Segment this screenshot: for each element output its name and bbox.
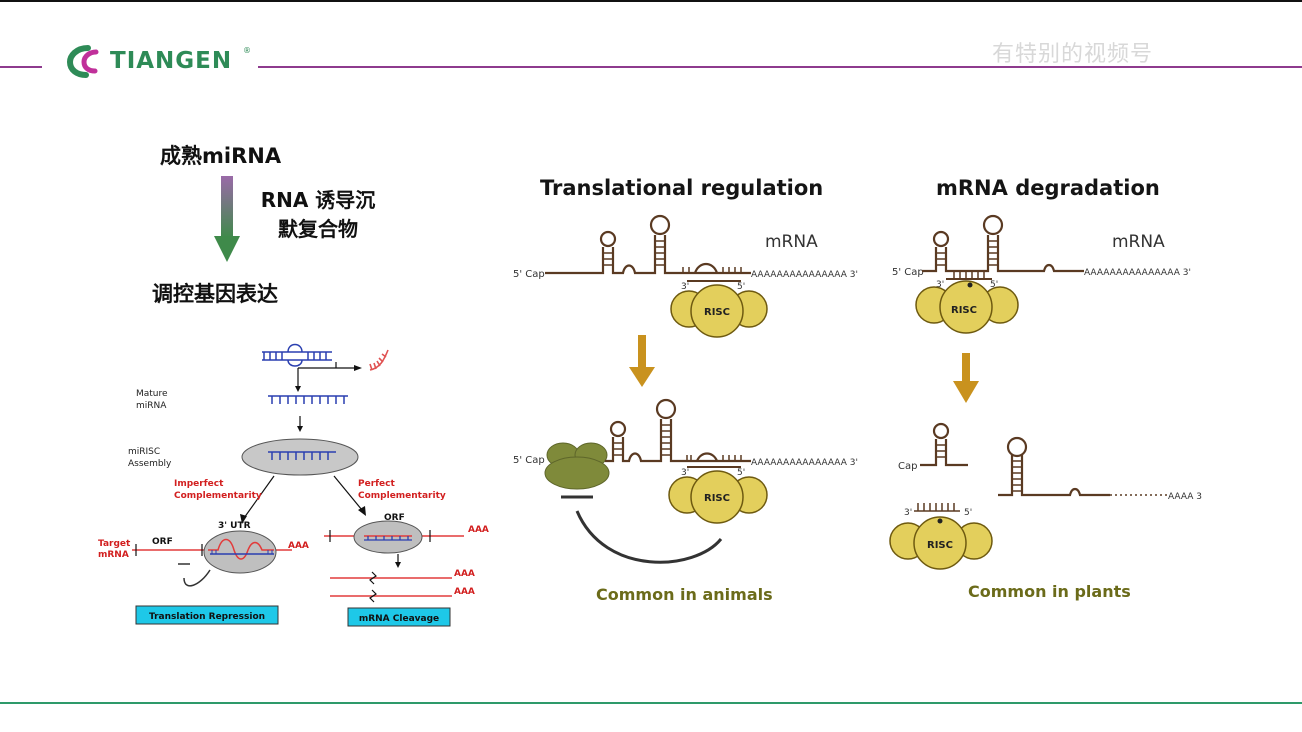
- assembly-label-2: Assembly: [128, 459, 172, 469]
- cleaved-fragment: [369, 349, 389, 371]
- trans-end3-top: 3': [681, 282, 689, 292]
- translation-repression-label: Translation Repression: [149, 612, 265, 622]
- risc-label-line1: RNA 诱导沉: [260, 188, 376, 212]
- process-arrow: [214, 176, 240, 262]
- deg-end5-top: 5': [990, 280, 998, 290]
- trans-polya-bottom: AAAAAAAAAAAAAAA 3': [751, 458, 858, 468]
- risc-perfect: [353, 520, 423, 554]
- deg-end5-bottom: 5': [964, 508, 972, 518]
- mirisc-strand: [268, 451, 336, 460]
- top-border: [0, 0, 1302, 2]
- trans-end3-bottom: 3': [681, 468, 689, 478]
- footer-line: [0, 702, 1302, 704]
- animals-caption: Common in animals: [596, 585, 773, 604]
- watermark: 有特别的视频号: [992, 42, 1154, 67]
- deg-risc-bottom: [889, 516, 993, 570]
- trans-risc-label-bottom: RISC: [704, 493, 730, 504]
- translation-repression-box: [135, 605, 279, 625]
- trans-mrna-top: [545, 214, 751, 275]
- tiangen-logo: TIANGEN ®: [66, 44, 251, 78]
- target-label-2: mRNA: [98, 550, 129, 560]
- brand-name: TIANGEN: [110, 48, 233, 74]
- trans-end5-bottom: 5': [737, 468, 745, 478]
- registered-mark: ®: [243, 46, 251, 55]
- deg-risc-top: [915, 280, 1019, 334]
- mrna-cleavage-box: [347, 607, 451, 627]
- assembly-label-1: miRISC: [128, 447, 160, 457]
- imperfect-label-2: Complementarity: [174, 491, 262, 501]
- mature-label-2: miRNA: [136, 401, 167, 411]
- translational-regulation-title: Translational regulation: [540, 176, 824, 200]
- trans-down-arrow: [629, 335, 655, 387]
- deg-risc-label-top: RISC: [951, 305, 977, 316]
- risc-imperfect: [203, 530, 277, 574]
- aaa-fragment-2: AAA: [454, 587, 475, 597]
- mrna-degradation-diagram: mRNA 5' Cap AAAAAAAAAAAAAAA 3' 3' 5' RIS…: [889, 214, 1202, 570]
- deg-polya-fragment: AAAA 3: [1168, 492, 1202, 502]
- risc-label-line2: 默复合物: [278, 217, 358, 241]
- inhibition-curve: [575, 510, 723, 564]
- perfect-label-1: Perfect: [358, 479, 395, 489]
- trans-polya-top: AAAAAAAAAAAAAAA 3': [751, 270, 858, 280]
- perfect-arrow: [333, 475, 363, 511]
- imperfect-arrow: [243, 475, 275, 519]
- pre-mirna-hairpin: [262, 343, 332, 367]
- target-label-1: Target: [98, 539, 131, 549]
- mirisc-complex: [241, 438, 359, 476]
- trans-mrna-label: mRNA: [765, 232, 818, 252]
- deg-cap-top: 5' Cap: [892, 267, 924, 278]
- aaa-fragment-1: AAA: [454, 569, 475, 579]
- tiangen-logo-icon: [66, 45, 99, 78]
- orf-label-right: ORF: [384, 513, 405, 523]
- mirna-mechanism-diagram: Mature miRNA miRISC Assembly Imperfect C…: [98, 343, 489, 627]
- repression-arrow: [178, 563, 211, 587]
- trans-risc-bottom: [668, 470, 768, 524]
- deg-fragment-5prime: [920, 422, 968, 467]
- orf-label-left: ORF: [152, 537, 173, 547]
- mature-label-1: Mature: [136, 389, 168, 399]
- trans-cap-top: 5' Cap: [513, 269, 545, 280]
- risc-label: RNA 诱导沉 默复合物: [248, 186, 388, 244]
- deg-down-arrow: [953, 353, 979, 403]
- deg-cap-bottom: Cap: [898, 461, 917, 472]
- trans-mrna-bottom: [605, 398, 751, 463]
- aaa-left: AAA: [288, 541, 309, 551]
- plants-caption: Common in plants: [968, 582, 1131, 601]
- header-line-right: [258, 66, 1302, 68]
- deg-risc-label-bottom: RISC: [927, 540, 953, 551]
- trans-end5-top: 5': [737, 282, 745, 292]
- utr-label: 3' UTR: [218, 521, 251, 531]
- mature-mirna-label: 成熟miRNA: [160, 144, 282, 168]
- deg-mrna-label: mRNA: [1112, 232, 1165, 252]
- trans-risc-top: [670, 284, 768, 338]
- regulate-gene-label: 调控基因表达: [152, 282, 278, 306]
- perfect-label-2: Complementarity: [358, 491, 446, 501]
- cut-marks: [369, 571, 377, 603]
- aaa-right: AAA: [468, 525, 489, 535]
- translational-regulation-diagram: mRNA 5' Cap AAAAAAAAAAAAAAA 3' 3' 5' RIS…: [513, 214, 858, 564]
- deg-polya-top: AAAAAAAAAAAAAAA 3': [1084, 268, 1191, 278]
- ribosome: [544, 442, 610, 490]
- mrna-degradation-title: mRNA degradation: [936, 176, 1160, 200]
- processing-arrow: [298, 362, 356, 369]
- mature-mirna-strand: [268, 395, 348, 404]
- deg-fragment-3prime: [998, 436, 1168, 497]
- trans-risc-label-top: RISC: [704, 307, 730, 318]
- deg-mrna-top: [922, 214, 1084, 279]
- trans-cap-bottom: 5' Cap: [513, 455, 545, 466]
- imperfect-label-1: Imperfect: [174, 479, 224, 489]
- deg-released-mirna: [914, 503, 960, 512]
- deg-end3-top: 3': [936, 280, 944, 290]
- mrna-cleavage-label: mRNA Cleavage: [359, 614, 439, 624]
- deg-end3-bottom: 3': [904, 508, 912, 518]
- header-line-left: [0, 66, 42, 68]
